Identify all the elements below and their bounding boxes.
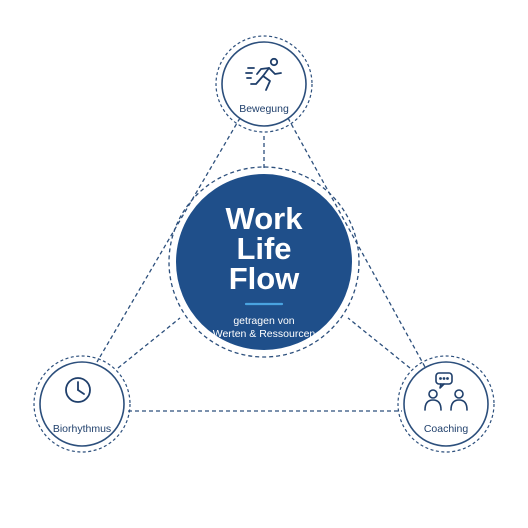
node-bewegung-inner-circle: [221, 41, 307, 127]
node-coaching-label: Coaching: [424, 423, 469, 435]
connector-center-biorhythmus: [117, 317, 181, 369]
inner-connectors: [117, 136, 411, 369]
center-node: Work Life Flow getragen von Werten & Res…: [168, 166, 360, 358]
center-title-line-1: Work: [226, 201, 304, 236]
node-coaching: Coaching: [397, 355, 495, 453]
node-bewegung-outer-ring: [215, 35, 313, 133]
clock-icon: [65, 377, 91, 403]
connector-center-coaching: [347, 317, 411, 369]
running-person-icon: [245, 57, 282, 91]
center-title-line-3: Flow: [229, 261, 300, 296]
node-biorhythmus-outer-ring: [33, 355, 131, 453]
connector-bewegung-biorhythmus: [96, 117, 241, 363]
node-biorhythmus-inner-circle: [39, 361, 125, 447]
node-bewegung-label: Bewegung: [239, 103, 289, 115]
node-biorhythmus-label: Biorhythmus: [53, 423, 111, 435]
center-outer-ring: [168, 166, 360, 358]
center-subtitle-line-2: Werten & Ressourcen: [213, 328, 316, 340]
node-biorhythmus: Biorhythmus: [33, 355, 131, 453]
node-bewegung: Bewegung: [215, 35, 313, 133]
people-chat-icon: [424, 372, 468, 411]
node-coaching-outer-ring: [397, 355, 495, 453]
center-subtitle-line-1: getragen von: [233, 315, 294, 327]
center-title-line-2: Life: [236, 231, 291, 266]
center-disc: [176, 174, 352, 350]
node-coaching-inner-circle: [403, 361, 489, 447]
